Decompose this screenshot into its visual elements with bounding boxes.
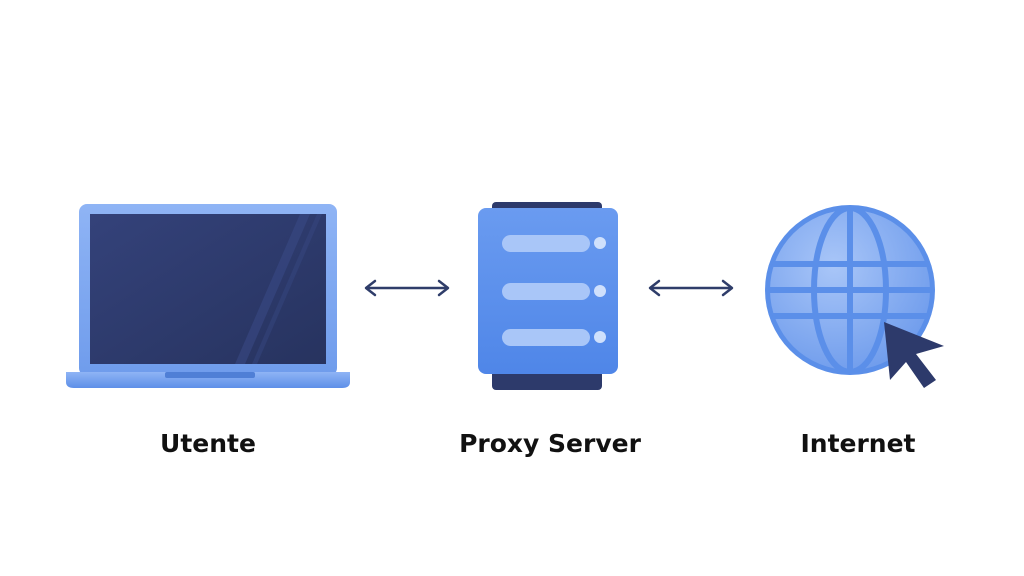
- bidirectional-arrow-user-proxy: [364, 279, 450, 297]
- node-label-user: Utente: [160, 429, 256, 458]
- bidirectional-arrow-proxy-internet: [648, 279, 734, 297]
- laptop-icon: [66, 204, 350, 388]
- node-label-internet: Internet: [800, 429, 916, 458]
- server-icon: [478, 202, 618, 390]
- node-label-proxy: Proxy Server: [459, 429, 641, 458]
- cursor-icon: [884, 322, 944, 388]
- globe-cursor-icon: [765, 205, 944, 388]
